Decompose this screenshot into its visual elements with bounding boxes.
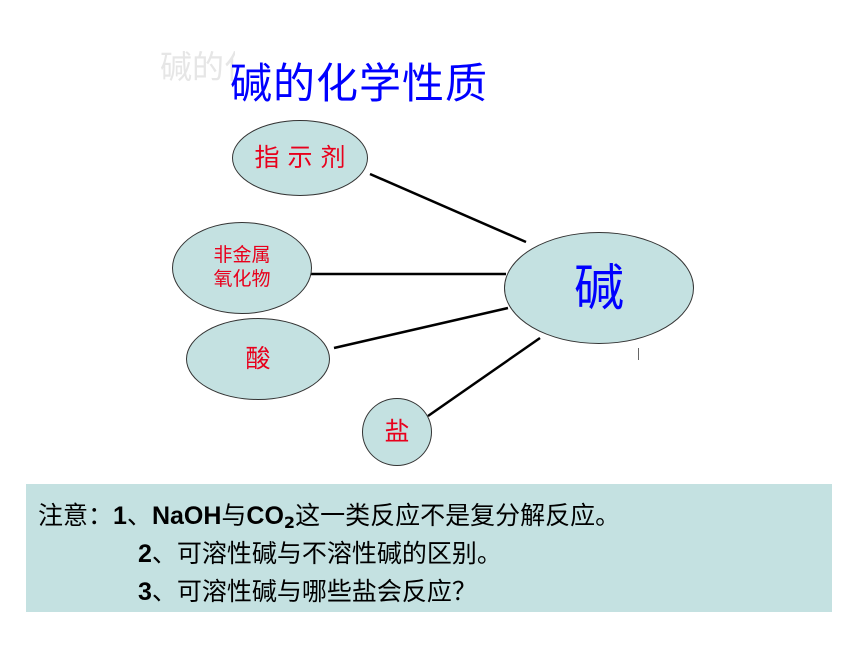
connector-indicator bbox=[369, 172, 527, 244]
formula-co-subscript: 2 bbox=[283, 513, 296, 532]
note-1-sep: 、 bbox=[126, 501, 152, 530]
note-line-3: 3、可溶性碱与哪些盐会反应？ bbox=[138, 572, 477, 608]
note-line-2: 2、可溶性碱与不溶性碱的区别。 bbox=[138, 534, 502, 570]
note-2-text: 、可溶性碱与不溶性碱的区别。 bbox=[151, 539, 502, 568]
page-title: 碱的化学性质 bbox=[230, 59, 489, 108]
note-line-1: 注意：1、NaOH与CO2这一类反应不是复分解反应。 bbox=[38, 496, 620, 532]
note-prefix: 注意： bbox=[38, 501, 114, 530]
node-base-center: 碱 bbox=[504, 232, 694, 344]
ghost-title: 碱的化学性质 bbox=[160, 48, 235, 86]
node-indicator-label: 指 示 剂 bbox=[254, 143, 346, 173]
note-3-num: 3 bbox=[138, 578, 152, 606]
note-1-rest: 这一类反应不是复分解反应。 bbox=[295, 501, 621, 530]
notes-box: 注意：1、NaOH与CO2这一类反应不是复分解反应。 2、可溶性碱与不溶性碱的区… bbox=[26, 484, 832, 612]
formula-naoh: NaOH bbox=[151, 502, 222, 530]
node-salt-label: 盐 bbox=[384, 417, 410, 447]
node-nonmetal-oxide-label: 非金属 氧化物 bbox=[213, 244, 271, 290]
node-base-label: 碱 bbox=[574, 258, 624, 317]
formula-co: CO bbox=[246, 502, 284, 530]
connector-salt bbox=[427, 336, 541, 418]
note-1-num: 1 bbox=[113, 502, 127, 530]
node-indicator: 指 示 剂 bbox=[232, 120, 368, 196]
node-nonmetal-oxide: 非金属 氧化物 bbox=[172, 222, 312, 314]
connector-acid bbox=[333, 306, 509, 350]
node-acid: 酸 bbox=[186, 318, 330, 400]
note-3-text: 、可溶性碱与哪些盐会反应？ bbox=[151, 577, 477, 606]
node-salt: 盐 bbox=[362, 398, 432, 466]
small-tick-mark bbox=[638, 348, 639, 360]
node-acid-label: 酸 bbox=[245, 344, 271, 374]
note-2-num: 2 bbox=[138, 540, 152, 568]
note-1-mid: 与 bbox=[221, 501, 247, 530]
